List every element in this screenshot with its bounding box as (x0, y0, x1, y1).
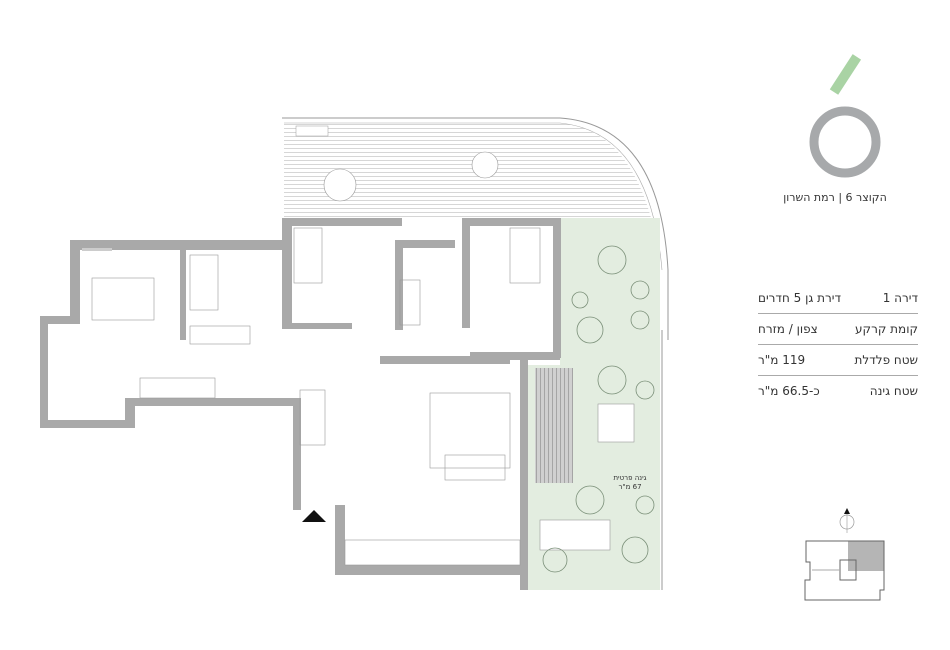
logo (809, 54, 881, 178)
spec-label: דירה 1 (882, 291, 918, 305)
furniture (91, 227, 541, 566)
spec-label: שטח גינה (869, 384, 918, 398)
spec-value: דירת גן 5 חדרים (758, 291, 842, 305)
spec-label: שטח פלדלת (854, 353, 918, 367)
north-arrow-icon (839, 508, 855, 533)
spec-row: דירה 1 דירת גן 5 חדרים (758, 283, 918, 314)
apartment-specs: דירה 1 דירת גן 5 חדרים קומת קרקע צפון / מז… (758, 283, 918, 406)
garden-sofa (539, 519, 611, 551)
interior (48, 226, 560, 565)
spec-row: שטח גינה כ-66.5 מ"ר (758, 376, 918, 406)
key-plan (804, 540, 885, 601)
garden-label: גינה פרטית 67 מ"ר (600, 474, 660, 492)
spec-label: קומת קרקע (855, 322, 918, 336)
garden-deck (535, 368, 573, 483)
spec-value: צפון / מזרח (758, 322, 818, 336)
trees (542, 245, 655, 573)
garden-area: 67 מ"ר (618, 483, 642, 491)
garden-name: גינה פרטית (613, 474, 647, 482)
spec-value: 119 מ"ר (758, 353, 806, 367)
entrance-arrow-icon (302, 510, 326, 522)
walls (40, 218, 561, 590)
spec-value: כ-66.5 מ"ר (758, 384, 820, 398)
project-title: הקוצר 6 | רמת השרון (783, 191, 887, 204)
spec-row: שטח פלדלת 119 מ"ר (758, 345, 918, 376)
spec-row: קומת קרקע צפון / מזרח (758, 314, 918, 345)
garden-table (597, 403, 635, 443)
